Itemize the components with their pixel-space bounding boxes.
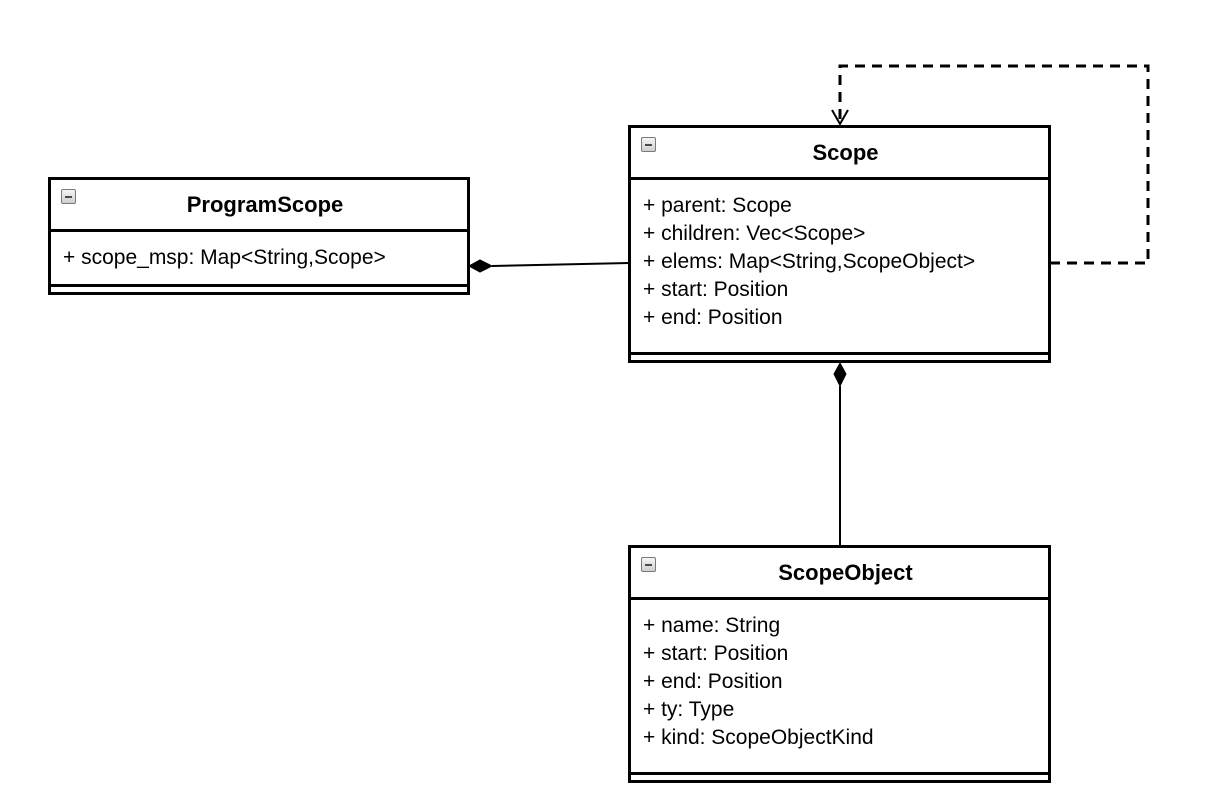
- methods-compartment: [631, 352, 1048, 355]
- class-name: ProgramScope: [186, 191, 344, 217]
- dependency-open-arrow: [831, 109, 849, 127]
- attribute: + start: Position: [643, 642, 789, 665]
- composition-line-scope-programscope: [491, 262, 630, 267]
- methods-compartment: [51, 284, 467, 287]
- attribute: + start: Position: [643, 278, 789, 301]
- class-header: ScopeObject: [631, 548, 1048, 600]
- class-header: ProgramScope: [51, 180, 467, 232]
- attribute: + parent: Scope: [643, 194, 792, 217]
- class-name: Scope: [812, 139, 879, 165]
- composition-diamond-scope: [833, 361, 847, 388]
- collapse-icon[interactable]: [641, 557, 656, 572]
- collapse-icon[interactable]: [641, 137, 656, 152]
- methods-compartment: [631, 772, 1048, 775]
- attribute: + elems: Map<String,ScopeObject>: [643, 250, 976, 273]
- attribute: + end: Position: [643, 670, 783, 693]
- class-header: Scope: [631, 128, 1048, 180]
- class-scope[interactable]: Scope + parent: Scope + children: Vec<Sc…: [628, 125, 1051, 363]
- collapse-icon[interactable]: [61, 189, 76, 204]
- class-name: ScopeObject: [778, 559, 913, 585]
- attribute: + ty: Type: [643, 698, 735, 721]
- attribute: + name: String: [643, 614, 781, 637]
- attribute: + end: Position: [643, 306, 783, 329]
- attribute-list: + parent: Scope + children: Vec<Scope> +…: [631, 180, 1048, 332]
- class-program-scope[interactable]: ProgramScope + scope_msp: Map<String,Sco…: [48, 177, 470, 295]
- class-scope-object[interactable]: ScopeObject + name: String + start: Posi…: [628, 545, 1051, 783]
- composition-diamond-programscope: [467, 259, 494, 273]
- attribute: + kind: ScopeObjectKind: [643, 726, 874, 749]
- attribute: + children: Vec<Scope>: [643, 222, 866, 245]
- attribute-list: + scope_msp: Map<String,Scope>: [51, 232, 467, 272]
- attribute-list: + name: String + start: Position + end: …: [631, 600, 1048, 752]
- attribute: + scope_msp: Map<String,Scope>: [63, 246, 386, 269]
